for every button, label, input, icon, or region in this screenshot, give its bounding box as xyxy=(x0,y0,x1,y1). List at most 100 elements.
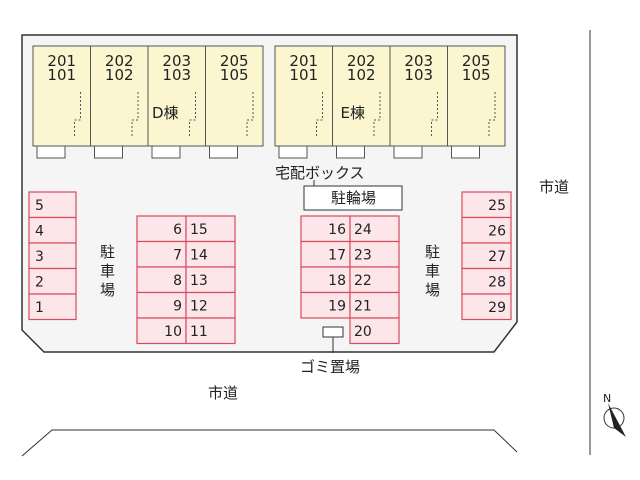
unit-number-upper: 203 xyxy=(162,52,191,70)
parking-space-box xyxy=(185,215,236,243)
parking-space: 28 xyxy=(461,267,512,295)
parking-space-box xyxy=(349,291,400,319)
parking-space: 3 xyxy=(28,242,77,270)
stair-mark xyxy=(246,92,254,138)
parking-space-pair: 9 12 xyxy=(136,291,236,319)
balcony-tab xyxy=(451,145,480,159)
parking-space-number: 24 xyxy=(354,222,372,238)
parking-label-right: 駐 車 場 xyxy=(425,243,440,299)
unit-number-lower: 103 xyxy=(162,66,191,84)
road-bottom-label: 市道 xyxy=(208,384,238,402)
parking-space: 2 xyxy=(28,267,77,295)
balcony-tab xyxy=(36,145,66,159)
balcony-tab xyxy=(209,145,238,159)
unit-number-lower: 105 xyxy=(462,66,491,84)
parking-space-number: 28 xyxy=(488,274,506,290)
road-right-label: 市道 xyxy=(539,178,569,196)
parking-space-number: 3 xyxy=(35,249,44,265)
parking-space: 26 xyxy=(461,216,512,244)
parking-label-right-char: 車 xyxy=(425,262,440,280)
parking-space-number: 27 xyxy=(488,249,506,265)
buildings: 201101202102203103205105D棟20110120210220… xyxy=(32,45,506,159)
delivery-box-label: 宅配ボックス xyxy=(275,164,365,182)
parking-space-number: 17 xyxy=(328,247,346,263)
building-label: E棟 xyxy=(341,104,365,122)
unit-number-lower: 102 xyxy=(105,66,134,84)
garbage-icon xyxy=(322,326,344,338)
compass-needle-icon xyxy=(608,403,626,437)
parking-space-number: 9 xyxy=(173,298,182,314)
parking-space-box xyxy=(28,216,77,244)
parking-space: 1 xyxy=(28,293,77,321)
parking-space-number: 2 xyxy=(35,274,44,290)
parking-space-number: 22 xyxy=(354,273,372,289)
garbage-area: ゴミ置場 xyxy=(300,326,360,376)
parking-space-number: 19 xyxy=(328,298,346,314)
stair-mark xyxy=(189,92,196,138)
parking-space-box xyxy=(349,266,400,294)
parking-space: 29 xyxy=(461,293,512,321)
parking-space-pair: 20 xyxy=(349,317,400,345)
parking-space-number: 15 xyxy=(190,222,208,238)
parking-space-box xyxy=(461,267,512,295)
parking-space: 25 xyxy=(461,191,512,219)
parking-space-number: 18 xyxy=(328,273,346,289)
stair-mark xyxy=(316,92,323,138)
parking-space-number: 1 xyxy=(35,300,44,316)
parking-space-box xyxy=(28,191,77,219)
delivery-area: 宅配ボックス 駐輪場 xyxy=(275,164,403,211)
balcony-tab xyxy=(278,145,308,159)
parking-label-left-char: 場 xyxy=(100,281,115,299)
parking-label-right-char: 場 xyxy=(425,281,440,299)
unit-number-upper: 205 xyxy=(220,52,249,70)
unit-number-lower: 101 xyxy=(47,66,76,84)
parking-space-number: 20 xyxy=(354,324,372,340)
stair-mark xyxy=(431,92,438,138)
parking-space-box xyxy=(300,240,351,268)
unit-number-upper: 203 xyxy=(404,52,433,70)
garbage-label: ゴミ置場 xyxy=(300,358,360,376)
parking-label-right-char: 駐 xyxy=(425,243,440,261)
stair-mark xyxy=(373,92,381,138)
parking-space-number: 12 xyxy=(190,298,208,314)
parking-space-box xyxy=(136,317,187,345)
unit-number-upper: 205 xyxy=(462,52,491,70)
parking-space-box xyxy=(185,291,236,319)
parking-space-number: 10 xyxy=(164,324,182,340)
parking-space-number: 14 xyxy=(190,247,208,263)
parking-space-box xyxy=(185,240,236,268)
parking-space: 27 xyxy=(461,242,512,270)
parking-space-box xyxy=(185,317,236,345)
parking-space-number: 25 xyxy=(488,198,506,214)
parking-space-number: 11 xyxy=(190,324,208,340)
balcony-tab xyxy=(94,145,123,159)
parking-space-number: 23 xyxy=(354,247,372,263)
parking-space-box xyxy=(28,267,77,295)
parking-space: 5 xyxy=(28,191,77,219)
parking-space-number: 6 xyxy=(173,222,182,238)
parking-space-number: 26 xyxy=(488,223,506,239)
stair-mark xyxy=(74,92,81,138)
parking-space-number: 29 xyxy=(488,300,506,316)
parking-label-left: 駐 車 場 xyxy=(100,243,115,299)
balcony-tab xyxy=(151,145,181,159)
balcony-tab xyxy=(336,145,365,159)
parking-space-number: 21 xyxy=(354,298,372,314)
north-compass-icon: N xyxy=(603,392,626,437)
unit-number-upper: 201 xyxy=(289,52,318,70)
parking-space-pair: 10 11 xyxy=(136,317,236,345)
unit-number-lower: 103 xyxy=(404,66,433,84)
parking-space-box xyxy=(28,293,77,321)
parking-space-number: 8 xyxy=(173,273,182,289)
unit-number-lower: 101 xyxy=(289,66,318,84)
bicycle-parking-label: 駐輪場 xyxy=(331,189,376,207)
parking-label-left-char: 車 xyxy=(100,262,115,280)
